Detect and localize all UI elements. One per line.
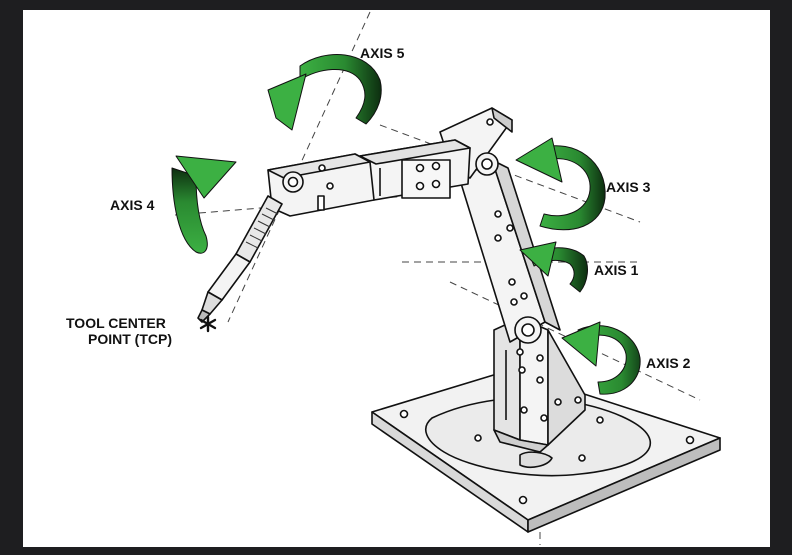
axis2-label: AXIS 2: [646, 355, 691, 371]
tcp-label-line2: POINT (TCP): [88, 331, 172, 347]
tcp-label-line1: TOOL CENTER: [66, 315, 166, 331]
axis4-rotation-arrow: [171, 155, 237, 254]
base-column: [493, 317, 586, 453]
axis5-rotation-arrow: [267, 54, 382, 131]
axis4-label: AXIS 4: [110, 197, 155, 213]
axis1-rotation-arrow: [519, 241, 588, 293]
axis5-label: AXIS 5: [360, 45, 405, 61]
wrist-bracket: [267, 153, 375, 217]
axis2-rotation-arrow: [561, 321, 641, 395]
axis3-label: AXIS 3: [606, 179, 651, 195]
axis1-label: AXIS 1: [594, 262, 639, 278]
axis3-rotation-arrow: [515, 137, 606, 231]
asterisk-icon: [199, 315, 217, 333]
lower-arm: [459, 159, 561, 344]
upper-arm: [359, 139, 471, 201]
tool-end-effector: [197, 195, 283, 323]
robot-arm-diagram: AXIS 5 AXIS 4 AXIS 3 AXIS 1 AXIS 2 TOOL …: [66, 11, 721, 545]
diagram-canvas: AXIS 5 AXIS 4 AXIS 3 AXIS 1 AXIS 2 TOOL …: [23, 10, 770, 547]
